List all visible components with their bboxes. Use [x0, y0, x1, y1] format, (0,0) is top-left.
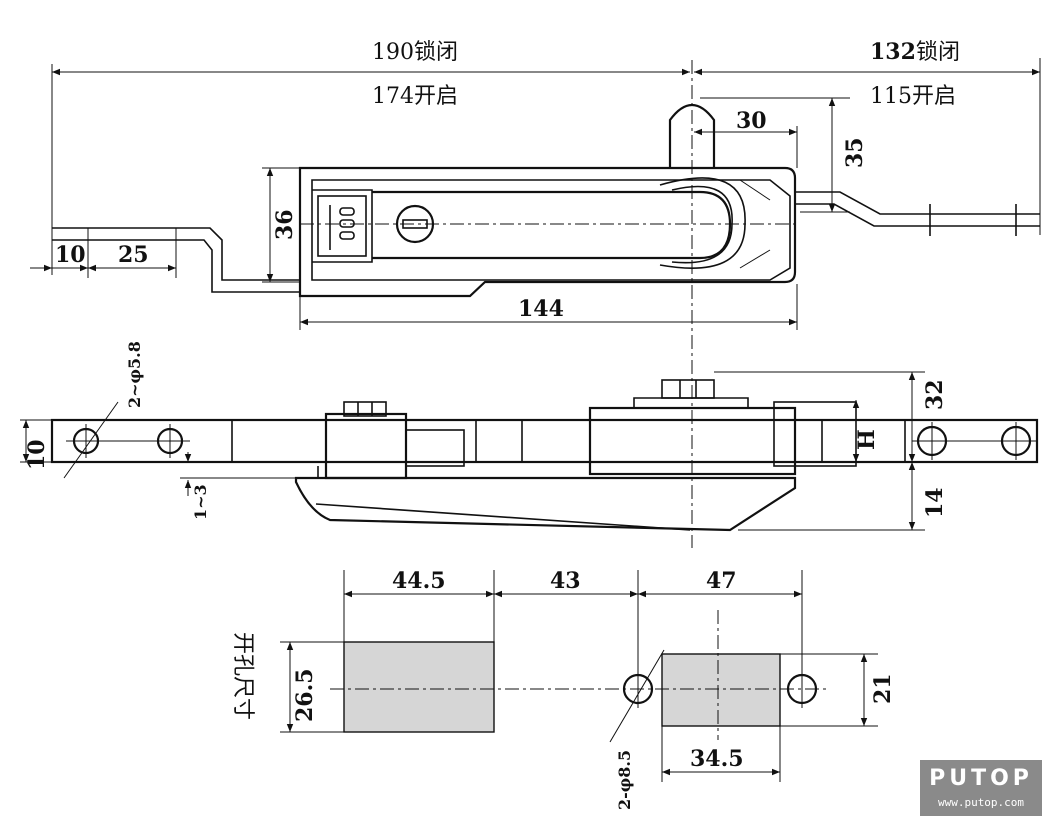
- dim-115-open: 115开启: [870, 84, 956, 109]
- hole-spec-left: 2~φ5.8: [125, 341, 144, 408]
- cutout-view: 开孔尺寸 44.5 43 47 26.5 21 34.5: [230, 568, 896, 810]
- dim-26-5: 26.5: [292, 668, 318, 722]
- dim-34-5: 34.5: [690, 746, 744, 772]
- dim-190-locked: 190锁闭: [372, 40, 458, 65]
- handle-lever: [372, 190, 732, 260]
- cutout-label: 开孔尺寸: [230, 632, 255, 720]
- side-view: 2~φ5.8 10 1~3 32 14: [20, 341, 1039, 532]
- handle-side: [294, 476, 797, 532]
- right-rod: [795, 203, 1040, 227]
- leader-line: [63, 401, 119, 479]
- lock-cylinder-plate: [312, 189, 373, 263]
- dim-174-open: 174开启: [372, 84, 458, 109]
- rod-plate: [50, 418, 1039, 464]
- dim-32: 32: [922, 379, 948, 410]
- dim-132-locked: 132锁闭: [870, 39, 960, 65]
- dim-132-value: 132: [870, 39, 916, 65]
- housing-top: [633, 397, 749, 408]
- watermark-logo: PUTOP www.putop.com: [920, 760, 1042, 816]
- right-rod: [795, 191, 1040, 215]
- handle-body: [298, 166, 797, 298]
- dim-43: 43: [550, 568, 581, 594]
- dim-35: 35: [842, 137, 868, 168]
- cam-tongue: [668, 104, 716, 168]
- hook-arc-inner: [671, 185, 733, 264]
- dim-H: H: [854, 429, 880, 450]
- cutout-left: [343, 641, 495, 733]
- body-edge: [739, 249, 771, 269]
- cam-block: [773, 401, 857, 467]
- dim-25: 25: [118, 242, 149, 268]
- dim-36: 36: [272, 209, 298, 240]
- dim-144: 144: [518, 296, 564, 322]
- top-view: 190锁闭 174开启 132锁闭 115开启: [30, 39, 1041, 548]
- left-nut: [343, 401, 387, 417]
- left-block: [324, 412, 408, 480]
- dim-30: 30: [736, 108, 767, 134]
- handle-side-edge: [315, 503, 691, 531]
- dim-14: 14: [922, 487, 948, 518]
- watermark-url: www.putop.com: [937, 796, 1025, 809]
- leader-line: [609, 649, 665, 743]
- lock-cylinder-plate-inner: [317, 195, 367, 257]
- dim-132-suffix: 锁闭: [916, 40, 960, 65]
- cutout-right: [661, 653, 781, 727]
- watermark-brand: PUTOP: [929, 766, 1033, 791]
- dim-47: 47: [706, 568, 737, 594]
- grip-slot: [339, 231, 355, 240]
- dim-21: 21: [870, 673, 896, 704]
- handle-inner-outline: [311, 179, 791, 281]
- dim-10-side: 10: [24, 439, 50, 470]
- body-edge: [739, 179, 771, 201]
- hole-spec-cutout: 2-φ8.5: [615, 750, 634, 810]
- right-housing: [588, 406, 797, 476]
- left-block-step: [405, 429, 465, 467]
- dim-44-5: 44.5: [392, 568, 446, 594]
- left-rod: [52, 227, 300, 281]
- grip-slot: [339, 207, 355, 216]
- dim-1-3: 1~3: [191, 484, 210, 520]
- dim-10-top: 10: [55, 242, 86, 268]
- right-nut: [661, 379, 715, 399]
- left-rod: [52, 239, 300, 293]
